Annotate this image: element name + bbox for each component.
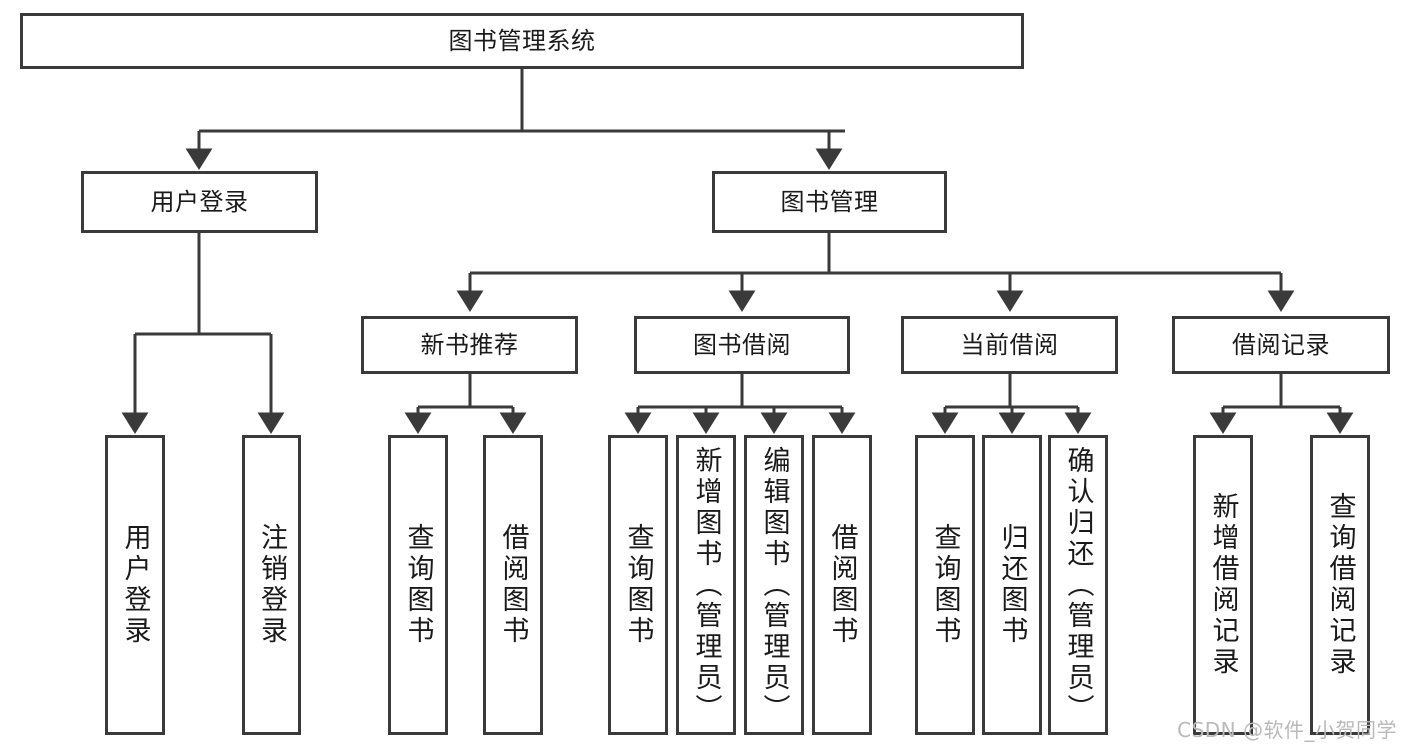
node-label: 借阅图书 <box>497 523 529 647</box>
node-label: 新增图书（管理员） <box>690 445 722 725</box>
node-book-borrow[interactable]: 图书借阅 <box>634 316 850 374</box>
leaf-query-book-1[interactable]: 查询图书 <box>388 435 448 735</box>
leaf-add-record[interactable]: 新增借阅记录 <box>1193 435 1253 735</box>
leaf-edit-book[interactable]: 编辑图书（管理员） <box>744 435 804 735</box>
node-label: 查询图书 <box>929 523 961 647</box>
leaf-return-book[interactable]: 归还图书 <box>982 435 1042 735</box>
watermark-text: CSDN @软件_小贺同学 <box>1177 718 1397 742</box>
node-borrow-record[interactable]: 借阅记录 <box>1172 316 1390 374</box>
node-label: 用户登录 <box>150 187 249 216</box>
leaf-user-login[interactable]: 用户登录 <box>105 435 165 735</box>
leaf-borrow-book-1[interactable]: 借阅图书 <box>483 435 543 735</box>
leaf-query-book-2[interactable]: 查询图书 <box>608 435 668 735</box>
node-label: 新书推荐 <box>420 330 519 359</box>
leaf-logout[interactable]: 注销登录 <box>242 435 301 735</box>
node-label: 借阅记录 <box>1232 330 1330 359</box>
node-label: 图书借阅 <box>693 330 791 359</box>
node-new-book-rec[interactable]: 新书推荐 <box>361 316 578 374</box>
node-label: 归还图书 <box>996 523 1028 647</box>
node-label: 查询借阅记录 <box>1324 492 1356 678</box>
node-book-manage[interactable]: 图书管理 <box>712 171 947 233</box>
node-user-login[interactable]: 用户登录 <box>81 171 318 233</box>
node-label: 用户登录 <box>119 523 151 647</box>
node-label: 查询图书 <box>622 523 654 647</box>
leaf-borrow-book-2[interactable]: 借阅图书 <box>812 435 872 735</box>
leaf-query-book-3[interactable]: 查询图书 <box>915 435 975 735</box>
node-label: 当前借阅 <box>960 330 1059 359</box>
node-label: 图书管理系统 <box>448 26 596 55</box>
leaf-add-book[interactable]: 新增图书（管理员） <box>676 435 736 735</box>
leaf-confirm-return[interactable]: 确认归还（管理员） <box>1048 435 1108 735</box>
node-label: 编辑图书（管理员） <box>758 445 790 725</box>
node-current-borrow[interactable]: 当前借阅 <box>901 316 1118 374</box>
node-label: 图书管理 <box>780 187 879 216</box>
node-label: 查询图书 <box>402 523 434 647</box>
node-label: 新增借阅记录 <box>1207 492 1239 678</box>
node-label: 确认归还（管理员） <box>1062 445 1094 725</box>
node-label: 借阅图书 <box>826 523 858 647</box>
node-label: 注销登录 <box>256 523 287 647</box>
leaf-query-record[interactable]: 查询借阅记录 <box>1310 435 1370 735</box>
node-root-system[interactable]: 图书管理系统 <box>20 13 1024 69</box>
